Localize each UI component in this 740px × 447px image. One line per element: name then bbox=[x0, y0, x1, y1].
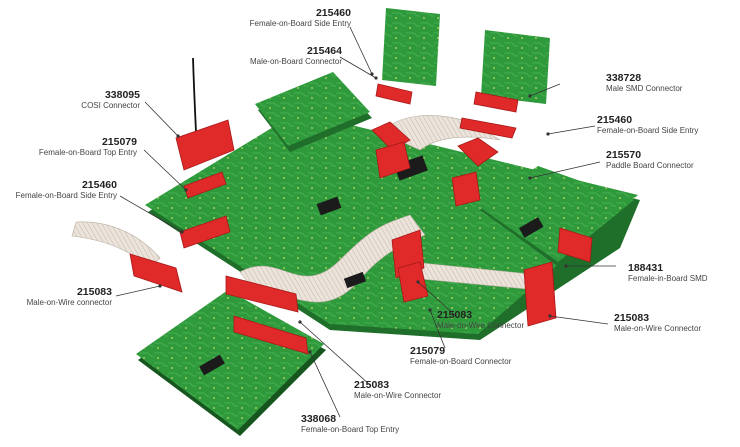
part-number: 215464 bbox=[306, 45, 342, 57]
part-number: 215079 bbox=[410, 345, 446, 357]
part-description: Female-on-Board Side Entry bbox=[249, 18, 351, 28]
part-description: Male-on-Wire Connector bbox=[354, 390, 442, 400]
callout-215464: 215464 Male-on-Board Connector bbox=[249, 45, 342, 66]
part-description: Paddle Board Connector bbox=[606, 160, 694, 170]
callout-188431: 188431 Female-in-Board SMD bbox=[628, 262, 708, 283]
part-description: Male SMD Connector bbox=[606, 83, 683, 93]
part-number: 188431 bbox=[628, 262, 664, 274]
part-description: COSI Connector bbox=[81, 100, 140, 110]
part-number: 338095 bbox=[104, 89, 140, 101]
standing-pcb-left bbox=[382, 8, 440, 86]
ic-chips bbox=[199, 155, 544, 376]
part-number: 215083 bbox=[437, 309, 473, 321]
callout-338095: 338095 COSI Connector bbox=[81, 89, 140, 110]
leader-lines bbox=[115, 26, 616, 418]
part-description: Male-on-Board Connector bbox=[249, 56, 342, 66]
part-number: 215570 bbox=[606, 149, 642, 161]
part-number: 215083 bbox=[614, 312, 650, 324]
callout-215460-left: 215460 Female-on-Board Side Entry bbox=[15, 179, 117, 200]
callout-215079-left: 215079 Female-on-Board Top Entry bbox=[38, 136, 137, 157]
part-number: 215083 bbox=[354, 379, 390, 391]
part-number: 215460 bbox=[81, 179, 117, 191]
callout-215079-bottom: 215079 Female-on-Board Connector bbox=[410, 345, 512, 366]
callout-338068: 338068 Female-on-Board Top Entry bbox=[301, 413, 400, 434]
part-description: Female-on-Board Side Entry bbox=[597, 125, 699, 135]
part-number: 338068 bbox=[301, 413, 337, 425]
callout-215570: 215570 Paddle Board Connector bbox=[606, 149, 694, 170]
right-pcb bbox=[478, 166, 636, 268]
callout-338728: 338728 Male SMD Connector bbox=[606, 72, 683, 93]
part-description: Female-on-Board Connector bbox=[410, 356, 512, 366]
callout-215083-right: 215083 Male-on-Wire Connector bbox=[614, 312, 702, 333]
part-number: 338728 bbox=[606, 72, 642, 84]
part-number: 215083 bbox=[76, 286, 112, 298]
callout-215460-top: 215460 Female-on-Board Side Entry bbox=[249, 7, 351, 28]
part-description: Female-in-Board SMD bbox=[628, 273, 708, 283]
leader-dots bbox=[158, 72, 568, 354]
callout-215460-right: 215460 Female-on-Board Side Entry bbox=[597, 114, 699, 135]
callout-215083-center: 215083 Male-on-Wire Connector bbox=[437, 309, 525, 330]
part-number: 215079 bbox=[101, 136, 137, 148]
callout-215083-left: 215083 Male-on-Wire connector bbox=[26, 286, 112, 307]
part-number: 215460 bbox=[597, 114, 633, 126]
part-description: Female-on-Board Top Entry bbox=[301, 424, 400, 434]
callout-215083-bottom: 215083 Male-on-Wire Connector bbox=[354, 379, 442, 400]
standing-pcb-right bbox=[481, 30, 550, 104]
part-description: Female-on-Board Top Entry bbox=[38, 147, 137, 157]
part-description: Male-on-Wire Connector bbox=[437, 320, 525, 330]
cosi-wire bbox=[192, 57, 197, 133]
part-description: Female-on-Board Side Entry bbox=[15, 190, 117, 200]
red-connectors bbox=[129, 83, 593, 355]
part-description: Male-on-Wire Connector bbox=[614, 323, 702, 333]
upper-left-pcb bbox=[255, 72, 372, 152]
part-number: 215460 bbox=[315, 7, 351, 19]
part-description: Male-on-Wire connector bbox=[26, 297, 112, 307]
